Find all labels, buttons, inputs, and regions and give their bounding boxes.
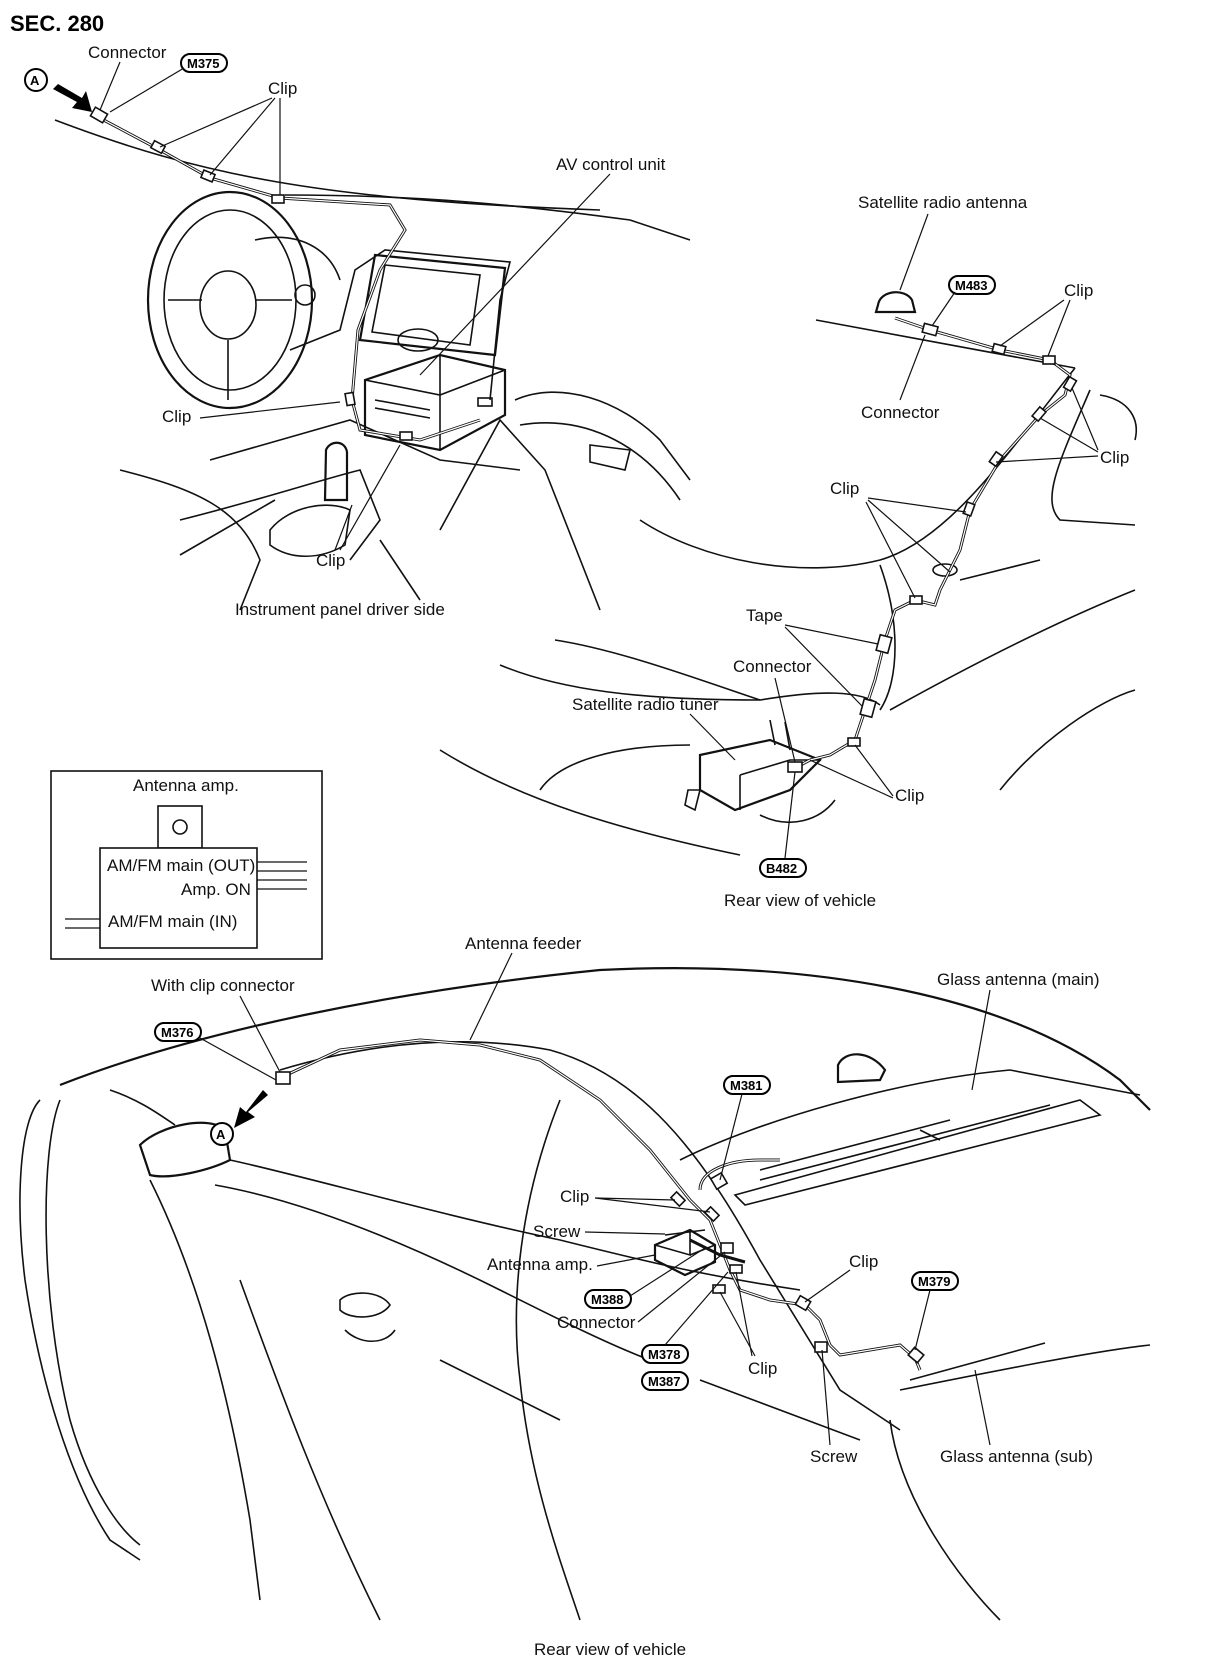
- label-connector-bottom: Connector: [557, 1313, 636, 1332]
- with-clip-connector-shape: [275, 1071, 291, 1085]
- inset-terminal-in: AM/FM main (IN): [108, 912, 237, 931]
- vehicle-rear-illustration: [19, 967, 1151, 1621]
- label-connector-sat-2: Connector: [733, 657, 812, 676]
- label-antenna-amp: Antenna amp.: [487, 1255, 593, 1274]
- label-clip-top: Clip: [268, 79, 297, 98]
- label-clip-bottom: Clip: [316, 551, 345, 570]
- label-connector-sat: Connector: [861, 403, 940, 422]
- label-clip-left: Clip: [162, 407, 191, 426]
- inset-terminal-out: AM/FM main (OUT): [107, 856, 255, 875]
- label-connector-m375: Connector: [88, 43, 167, 62]
- view-marker-a-circle: [24, 68, 48, 92]
- label-clip-4: Clip: [895, 786, 924, 805]
- code-m387: M387: [648, 1374, 681, 1389]
- code-m388: M388: [591, 1292, 624, 1307]
- inset-terminal-amp-on: Amp. ON: [181, 880, 251, 899]
- code-b482: B482: [766, 861, 797, 876]
- badge-m375: [180, 53, 228, 73]
- label-clip-a: Clip: [560, 1187, 589, 1206]
- badge-m381: [723, 1075, 771, 1095]
- badge-m376: [154, 1022, 202, 1042]
- connector-m375-shape: [89, 106, 109, 124]
- label-screw-a: Screw: [533, 1222, 581, 1241]
- label-antenna-feeder: Antenna feeder: [465, 934, 582, 953]
- label-screw-b: Screw: [810, 1447, 858, 1466]
- label-clip-2: Clip: [1100, 448, 1129, 467]
- antenna-amp-inset: [50, 770, 323, 960]
- amp-mount-hole-icon: [172, 819, 188, 835]
- label-glass-antenna-sub: Glass antenna (sub): [940, 1447, 1093, 1466]
- badge-m387: [641, 1371, 689, 1391]
- label-clip-c: Clip: [849, 1252, 878, 1271]
- caption-rear-view-top: Rear view of vehicle: [724, 891, 876, 910]
- code-m375: M375: [187, 56, 220, 71]
- caption-rear-view-bottom: Rear view of vehicle: [534, 1640, 686, 1659]
- label-av-control-unit: AV control unit: [556, 155, 666, 174]
- inset-title: Antenna amp.: [133, 776, 239, 795]
- label-clip-b: Clip: [748, 1359, 777, 1378]
- label-clip-3: Clip: [830, 479, 859, 498]
- code-m483: M483: [955, 278, 988, 293]
- satellite-radio-illustration: [439, 291, 1137, 856]
- caption-instrument-panel: Instrument panel driver side: [235, 600, 445, 619]
- label-satellite-tuner: Satellite radio tuner: [572, 695, 719, 714]
- badge-m483: [948, 275, 996, 295]
- label-clip-1: Clip: [1064, 281, 1093, 300]
- label-satellite-antenna: Satellite radio antenna: [858, 193, 1028, 212]
- code-m378: M378: [648, 1347, 681, 1362]
- badge-b482: [759, 858, 807, 878]
- view-marker-a-top: A: [30, 73, 40, 88]
- label-glass-antenna-main: Glass antenna (main): [937, 970, 1100, 989]
- view-arrow-icon: [53, 84, 92, 112]
- code-m381: M381: [730, 1078, 763, 1093]
- view-arrow-icon-bottom: [234, 1090, 268, 1128]
- badge-m379: [911, 1271, 959, 1291]
- code-m379: M379: [918, 1274, 951, 1289]
- label-with-clip-connector: With clip connector: [151, 976, 295, 995]
- instrument-panel-illustration: [54, 106, 691, 611]
- view-marker-a-bottom: A: [216, 1127, 226, 1142]
- code-m376: M376: [161, 1025, 194, 1040]
- section-title: SEC. 280: [10, 11, 104, 36]
- badge-m388: [584, 1289, 632, 1309]
- label-tape: Tape: [746, 606, 783, 625]
- view-marker-a-circle-bottom: [210, 1122, 234, 1146]
